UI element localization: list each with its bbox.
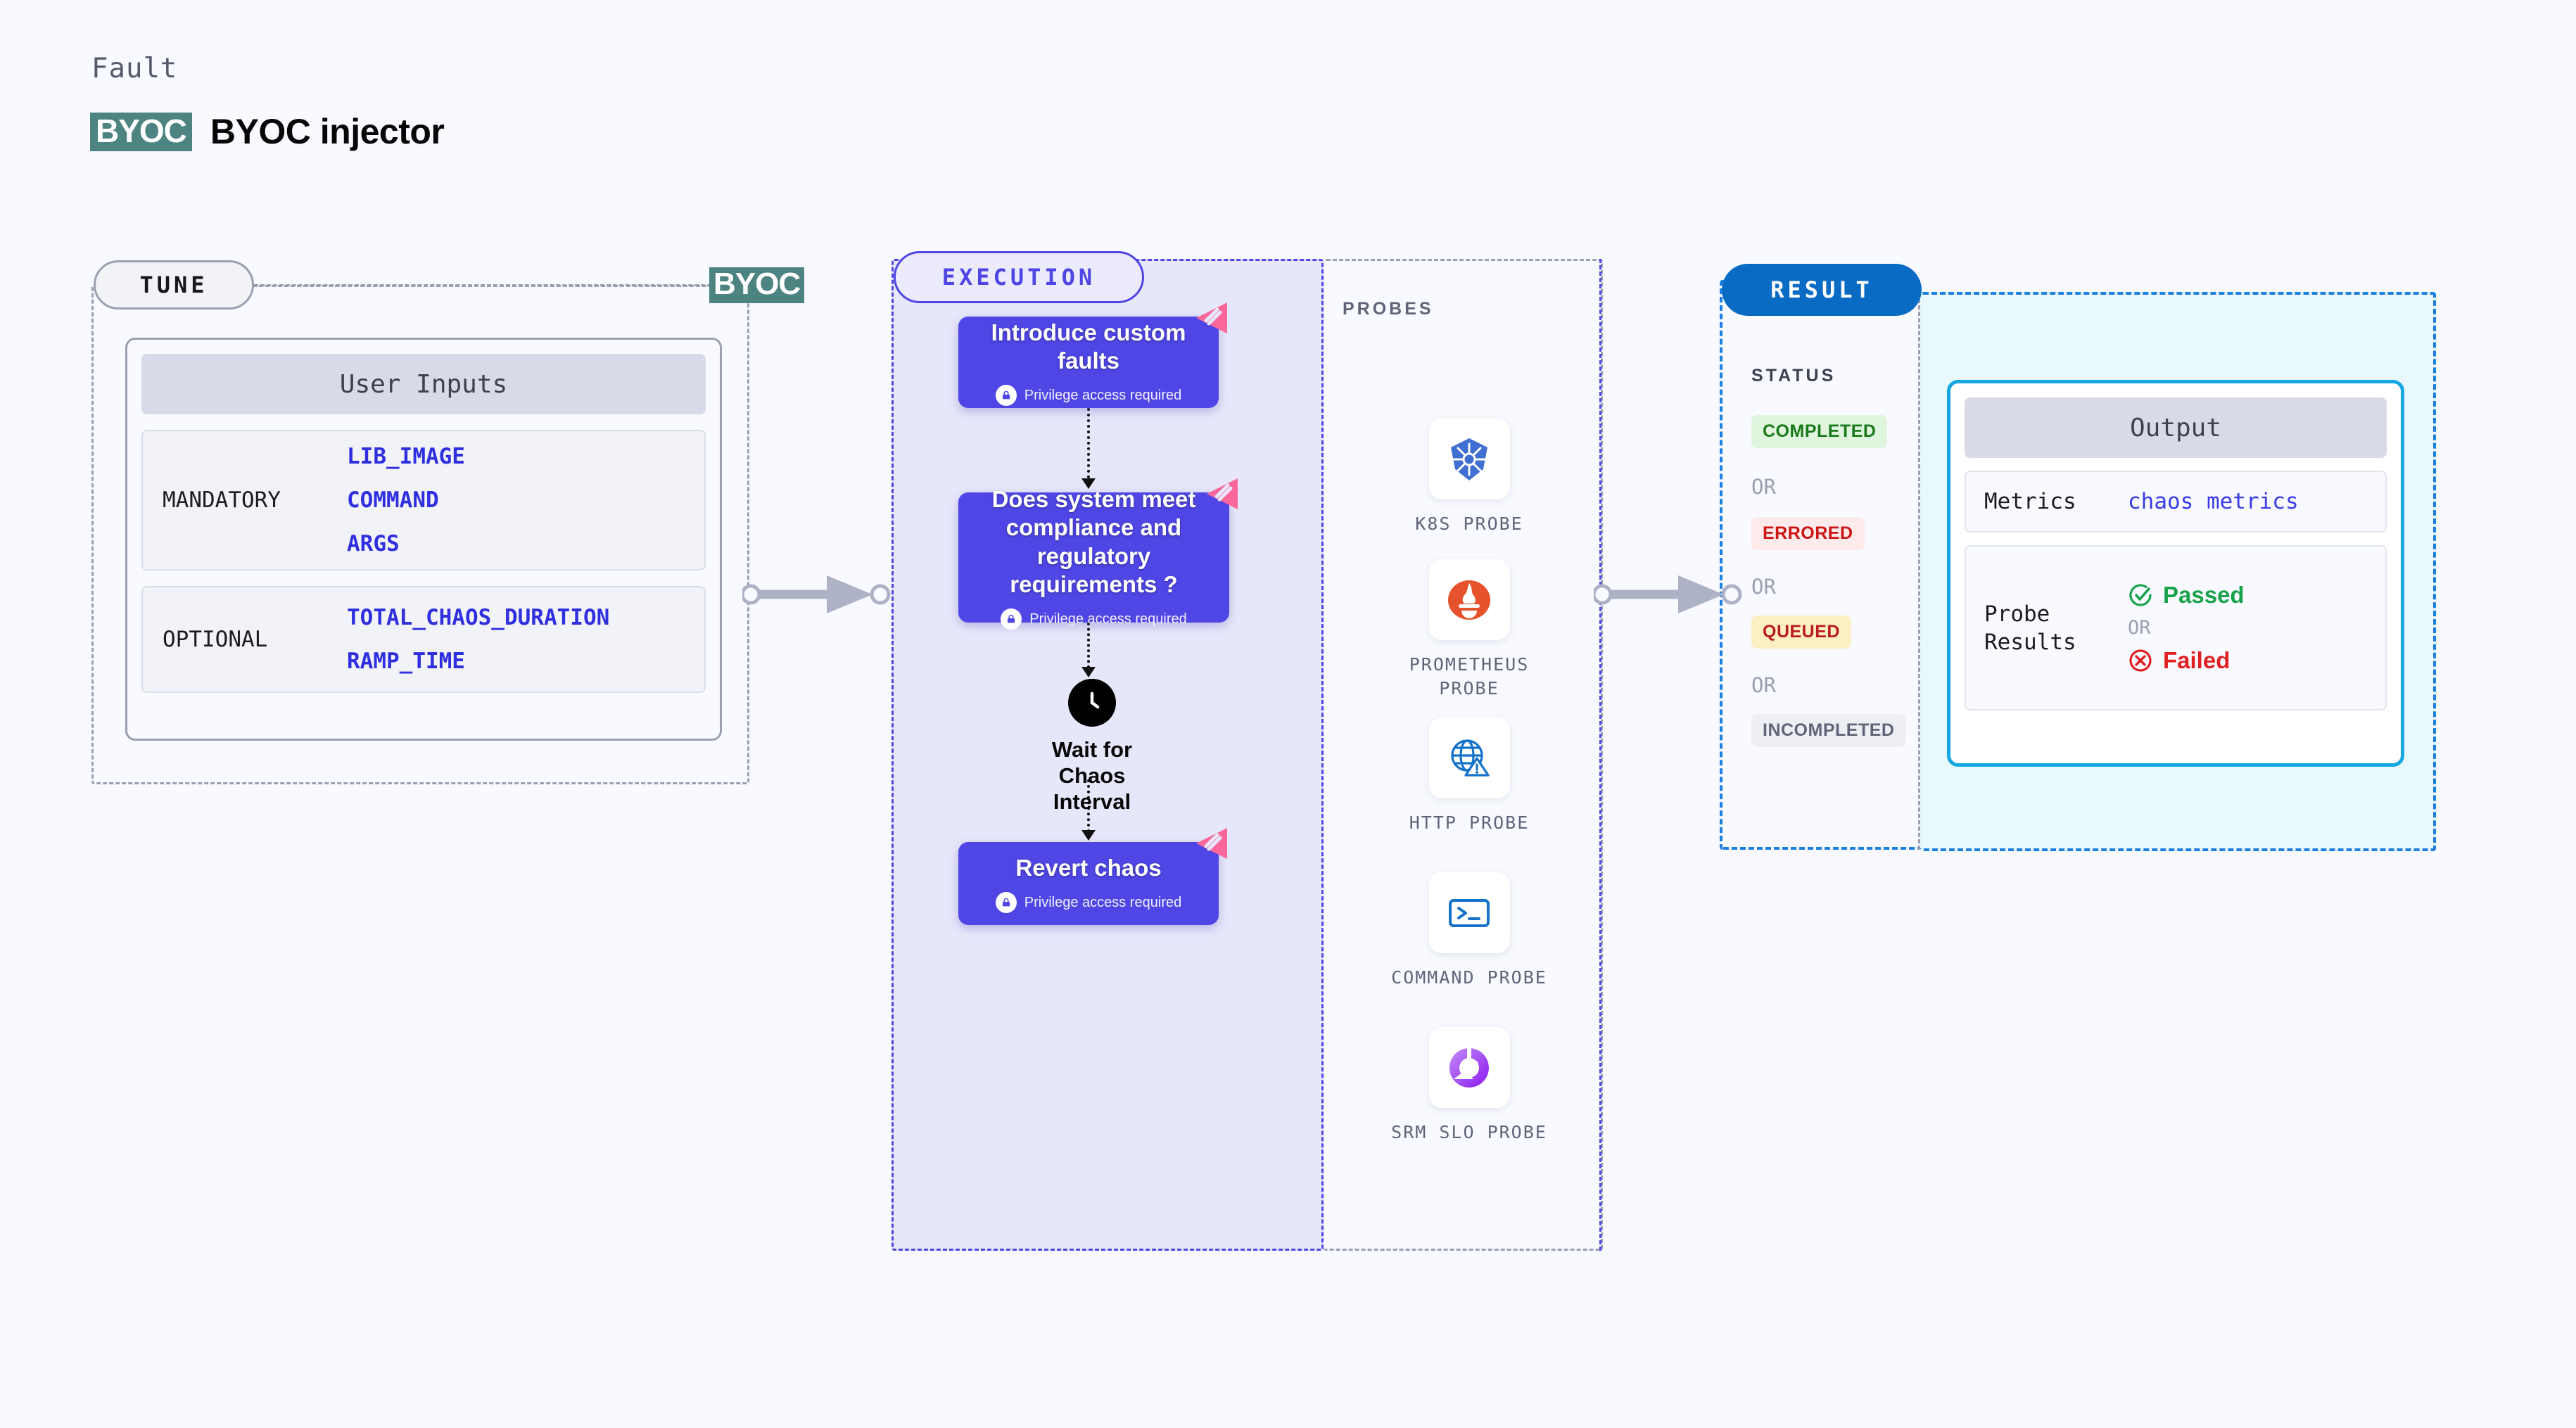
privilege-note-text: Privilege access required	[1024, 387, 1182, 403]
probe-item-k8s[interactable]: K8S PROBE	[1378, 419, 1561, 536]
wait-node-label: Wait for Chaos Interval	[1051, 737, 1133, 815]
probe-result-or: OR	[2128, 617, 2151, 639]
x-circle-icon	[2129, 649, 2152, 672]
lock-icon	[995, 892, 1017, 914]
status-or-3: OR	[1751, 673, 1776, 697]
optional-values: TOTAL_CHAOS_DURATION RAMP_TIME	[347, 605, 609, 674]
status-badge-queued: QUEUED	[1751, 616, 1851, 649]
param-lib-image[interactable]: LIB_IMAGE	[347, 444, 465, 469]
flow-arrow-tune-to-execution	[742, 575, 891, 613]
mandatory-param-group: MANDATORY LIB_IMAGE COMMAND ARGS	[141, 430, 706, 570]
stage-label-tune[interactable]: TUNE	[94, 260, 254, 310]
optional-label: OPTIONAL	[163, 627, 268, 652]
node-title: Does system meet compliance and regulato…	[991, 486, 1196, 597]
output-card-header: Output	[1965, 397, 2387, 458]
privilege-note: Privilege access required	[1001, 608, 1187, 630]
execution-node-revert-chaos[interactable]: Revert chaos Privilege access required	[958, 828, 1227, 925]
param-command[interactable]: COMMAND	[347, 487, 439, 513]
kubernetes-icon	[1428, 419, 1510, 499]
privilege-note-text: Privilege access required	[1024, 894, 1182, 910]
mandatory-label: MANDATORY	[163, 487, 281, 513]
globe-warning-icon	[1428, 718, 1510, 798]
prometheus-icon	[1428, 559, 1510, 640]
user-inputs-header: User Inputs	[141, 354, 706, 414]
page-title: BYOC injector	[210, 112, 445, 151]
arrowhead-wait	[1081, 667, 1096, 677]
connector-wait-node3	[1087, 779, 1090, 832]
probe-name: PROMETHEUS PROBE	[1409, 654, 1530, 699]
status-badge-incompleted: INCOMPLETED	[1751, 714, 1906, 747]
flow-arrow-execution-to-result	[1594, 575, 1742, 613]
probe-item-srm-slo[interactable]: SRM SLO PROBE	[1378, 1027, 1561, 1145]
node-title: Revert chaos	[1015, 854, 1162, 881]
connector-node2-wait	[1087, 623, 1090, 668]
status-badge-errored: ERRORED	[1751, 517, 1865, 550]
output-card: Output Metrics chaos metrics Probe Resul…	[1947, 380, 2404, 767]
lock-icon	[995, 385, 1017, 407]
status-badge-completed: COMPLETED	[1751, 415, 1888, 448]
terminal-icon	[1428, 872, 1510, 953]
probe-name: HTTP PROBE	[1409, 812, 1530, 833]
probe-result-passed: Passed	[2128, 582, 2245, 608]
probe-name: SRM SLO PROBE	[1391, 1122, 1547, 1142]
execution-node-compliance-check[interactable]: Does system meet compliance and regulato…	[958, 478, 1238, 630]
arrowhead-node3	[1081, 830, 1096, 841]
status-or-1: OR	[1751, 475, 1776, 499]
output-metrics-row: Metrics chaos metrics	[1965, 471, 2387, 533]
check-circle-icon	[2129, 584, 2152, 606]
page-kicker: Fault	[91, 53, 178, 84]
probe-item-prometheus[interactable]: PROMETHEUS PROBE	[1378, 559, 1561, 701]
tune-connector-line	[254, 284, 711, 286]
litmus-corner-icon	[1207, 478, 1238, 509]
execution-node-wait-for-chaos-interval[interactable]: Wait for Chaos Interval	[1022, 679, 1162, 815]
probes-right-divider	[1599, 259, 1603, 1251]
byoc-marker-badge: BYOC	[709, 267, 805, 303]
probe-item-command[interactable]: COMMAND PROBE	[1378, 872, 1561, 990]
result-inner-divider	[1918, 280, 1921, 850]
user-inputs-card: User Inputs MANDATORY LIB_IMAGE COMMAND …	[125, 338, 722, 741]
param-total-chaos-duration[interactable]: TOTAL_CHAOS_DURATION	[347, 605, 610, 630]
litmus-corner-icon	[1196, 302, 1227, 333]
lock-icon	[1001, 608, 1022, 630]
optional-param-group: OPTIONAL TOTAL_CHAOS_DURATION RAMP_TIME	[141, 586, 706, 693]
param-args[interactable]: ARGS	[347, 531, 400, 556]
privilege-note: Privilege access required	[995, 385, 1182, 407]
status-title: STATUS	[1751, 366, 1836, 385]
failed-label: Failed	[2163, 647, 2231, 674]
probe-name: K8S PROBE	[1415, 514, 1523, 534]
probe-results-label: Probe Results	[1984, 601, 2076, 655]
connector-node1-node2	[1087, 408, 1090, 478]
node-title: Introduce custom faults	[991, 319, 1186, 374]
privilege-note: Privilege access required	[995, 892, 1182, 914]
srm-slo-icon	[1428, 1027, 1510, 1108]
probe-result-failed: Failed	[2128, 647, 2245, 674]
status-or-2: OR	[1751, 575, 1776, 599]
probe-name: COMMAND PROBE	[1391, 967, 1547, 988]
param-ramp-time[interactable]: RAMP_TIME	[347, 649, 465, 674]
clock-icon	[1068, 679, 1116, 727]
probes-title: PROBES	[1343, 299, 1434, 319]
probe-item-http[interactable]: HTTP PROBE	[1378, 718, 1561, 835]
output-probe-results-row: Probe Results Passed OR Failed	[1965, 545, 2387, 711]
stage-label-result[interactable]: RESULT	[1722, 264, 1922, 316]
mandatory-values: LIB_IMAGE COMMAND ARGS	[347, 444, 465, 556]
litmus-corner-icon	[1196, 828, 1227, 859]
privilege-note-text: Privilege access required	[1029, 611, 1187, 627]
probe-results-values: Passed OR Failed	[2128, 582, 2245, 674]
metrics-value[interactable]: chaos metrics	[2128, 489, 2299, 515]
metrics-label: Metrics	[1984, 489, 2076, 514]
page-title-row: BYOC BYOC injector	[90, 111, 445, 152]
execution-section-container	[892, 259, 1324, 1251]
result-status-container	[1720, 280, 1920, 850]
execution-node-introduce-custom-faults[interactable]: Introduce custom faults Privilege access…	[958, 302, 1227, 408]
stage-label-execution[interactable]: EXECUTION	[894, 251, 1144, 303]
arrowhead-node2	[1081, 478, 1096, 489]
byoc-badge: BYOC	[90, 112, 192, 151]
passed-label: Passed	[2163, 582, 2245, 608]
